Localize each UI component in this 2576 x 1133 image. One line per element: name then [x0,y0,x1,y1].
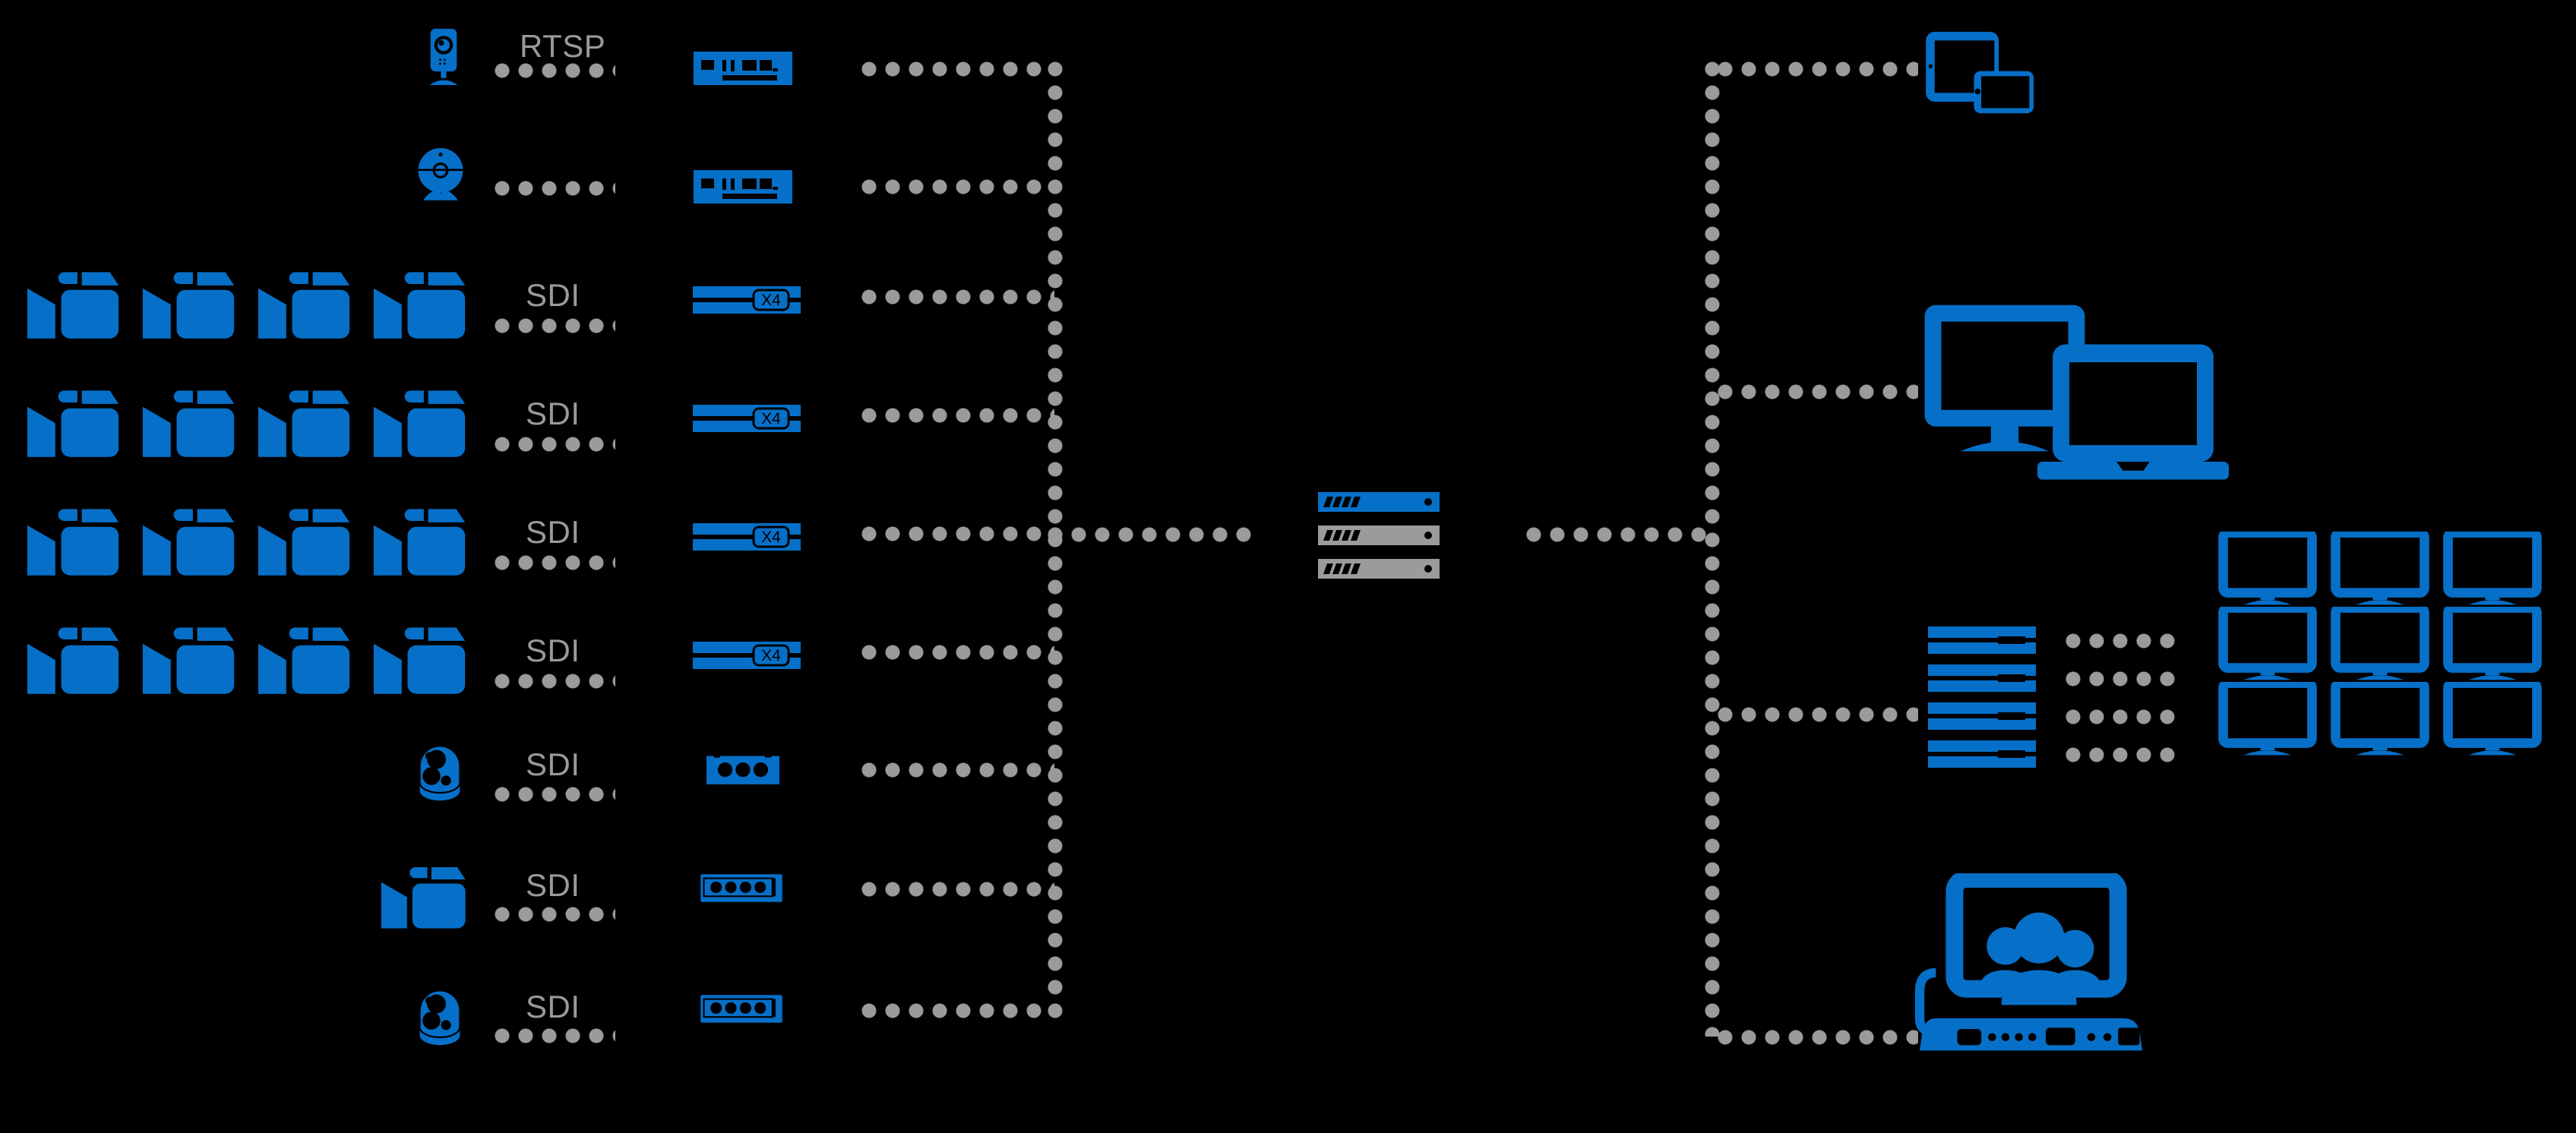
source-row-9-ptz-camera[interactable] [412,987,468,1054]
video-wall-panel-r3c3 [2448,683,2537,756]
row-5-source-link [494,554,615,571]
video-wall-panel-r1c3 [2448,533,2537,605]
row-8-source-link [494,906,615,923]
source-row-3-camcorder-3[interactable] [257,270,354,343]
video-wall-panel-r3c1 [2224,683,2312,756]
row-9-source-link [494,1027,615,1044]
row-7-encoder-link [861,762,1054,778]
output-4-link [1717,1029,1918,1046]
output-2-laptop[interactable] [2037,342,2229,482]
row-4-encoder-link [861,407,1054,424]
row-2-encoder-link [861,178,1054,195]
output-3-wall-link-3 [2065,709,2182,725]
video-wall-panel-r3c2 [2336,683,2425,756]
video-wall-panel-r2c1 [2224,608,2312,680]
row-6-source-link [494,673,615,690]
video-wall-panel-r2c3 [2448,608,2537,680]
core-link-out [1525,526,1712,543]
row-4-source-link [494,436,615,453]
video-wall-panel-r1c1 [2224,533,2312,605]
row-1-encoder-link [861,61,1054,77]
source-row-6-camcorder-3[interactable] [257,626,354,699]
row-1-encoder[interactable] [693,52,793,85]
output-3-video-wall[interactable] [2212,532,2548,756]
row-8-protocol-label: SDI [526,867,580,903]
row-7-source-link [494,786,615,803]
source-row-6-camcorder-4[interactable] [372,626,469,699]
source-row-6-camcorder-1[interactable] [26,626,123,699]
core-server-unit-2[interactable] [1261,525,1497,545]
source-row-5-camcorder-3[interactable] [257,507,354,580]
source-row-5-camcorder-2[interactable] [141,507,239,580]
output-3-decoder-3[interactable] [1928,702,2036,730]
row-8-encoder-link [861,881,1054,898]
row-6-protocol-label: SDI [526,633,580,668]
output-3-decoder-2[interactable] [1928,664,2036,692]
row-5-protocol-label: SDI [526,514,580,550]
source-row-2-webcam[interactable] [413,146,468,202]
source-row-6-camcorder-2[interactable] [141,626,239,699]
row-9-protocol-label: SDI [526,989,580,1024]
source-row-4-camcorder-3[interactable] [257,389,354,462]
row-7-encoder[interactable] [706,752,779,784]
source-row-7-ptz-camera[interactable] [412,743,468,810]
output-3-decoder-4[interactable] [1928,740,2036,768]
video-wall-panel-r1c2 [2336,533,2425,605]
output-3-link [1717,706,1918,723]
output-3-decoder-1[interactable] [1928,626,2036,654]
source-row-3-camcorder-4[interactable] [372,270,469,343]
row-9-encoder[interactable] [700,993,782,1025]
output-2-link [1717,383,1918,400]
core-server-unit-1[interactable] [1261,492,1497,512]
row-3-source-link [494,317,615,334]
row-6-encoder[interactable] [693,642,801,669]
core-link-in [1047,526,1252,543]
source-row-1-camera[interactable] [416,27,471,88]
source-row-8-camcorder[interactable] [380,866,469,933]
source-row-4-camcorder-2[interactable] [141,389,239,462]
row-6-encoder-link [861,644,1054,661]
row-9-encoder-link [861,1002,1054,1019]
source-row-3-camcorder-2[interactable] [141,270,239,343]
row-2-source-link [494,180,615,197]
output-3-wall-link-4 [2065,746,2182,763]
right-dotted-trunk [1704,61,1721,1037]
source-row-4-camcorder-4[interactable] [372,389,469,462]
video-wall-panel-r2c2 [2336,608,2425,680]
row-5-encoder[interactable] [693,523,801,551]
core-server-unit-3[interactable] [1261,559,1497,579]
source-row-3-camcorder-1[interactable] [26,270,123,343]
output-1-link [1717,61,1918,77]
row-7-protocol-label: SDI [526,746,580,782]
row-8-encoder[interactable] [700,872,782,904]
row-4-encoder[interactable] [693,405,801,432]
row-2-encoder[interactable] [693,170,793,204]
output-3-wall-link-1 [2065,633,2182,649]
row-1-source-link [494,62,615,79]
row-3-encoder-link [861,289,1054,305]
row-3-protocol-label: SDI [526,277,580,313]
source-row-4-camcorder-1[interactable] [26,389,123,462]
output-4-video-conference[interactable] [1914,873,2142,1062]
row-1-protocol-label: RTSP [520,28,606,64]
row-3-encoder[interactable] [693,286,801,314]
output-3-wall-link-2 [2065,671,2182,687]
row-4-protocol-label: SDI [526,396,580,431]
source-row-5-camcorder-1[interactable] [26,507,123,580]
row-5-encoder-link [861,525,1054,542]
source-row-5-camcorder-4[interactable] [372,507,469,580]
output-1-tablet-phone[interactable] [1922,29,2043,116]
